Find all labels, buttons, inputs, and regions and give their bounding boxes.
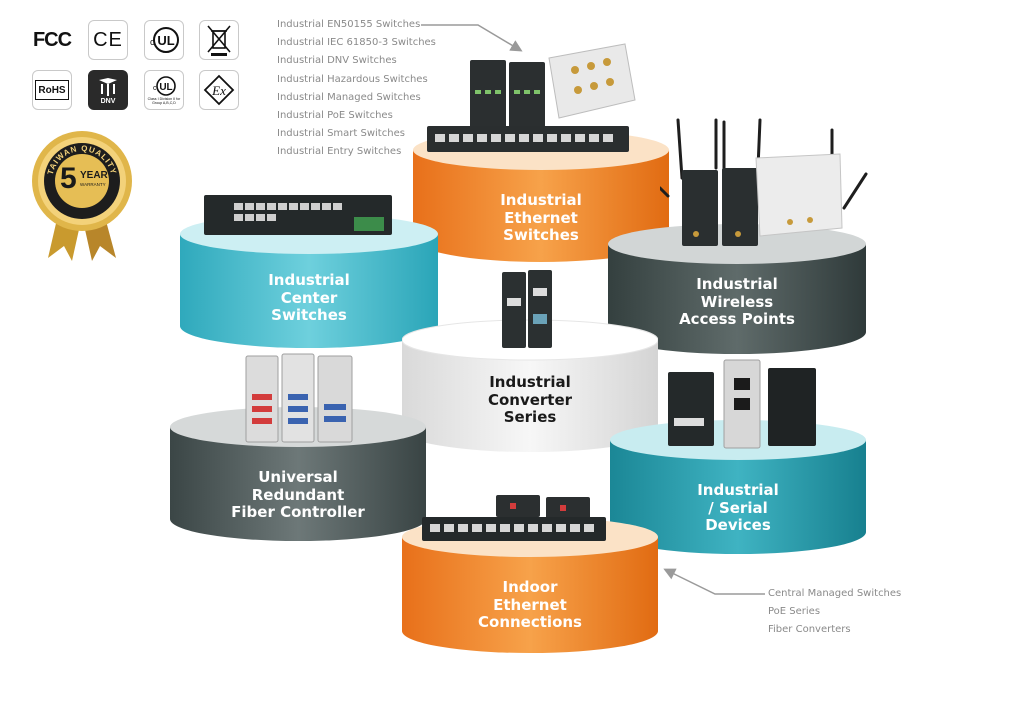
svg-text:UL: UL — [159, 82, 172, 93]
label-line: Wireless — [700, 292, 774, 311]
label-line: Industrial — [268, 271, 350, 289]
list-item[interactable]: Fiber Converters — [768, 624, 851, 636]
top-connector-line — [421, 24, 523, 52]
label-line: Devices — [705, 516, 771, 534]
label-line: Switches — [271, 306, 347, 324]
label-line: Universal — [258, 468, 338, 486]
dnv-mark: DNV — [88, 70, 128, 110]
taiwan-quality-badge: TAIWAN QUALITY 5 YEAR WARRANTY — [30, 126, 135, 266]
badge-warranty: WARRANTY — [80, 182, 106, 187]
list-item[interactable]: Industrial EN50155 Switches — [277, 19, 421, 30]
label-line: Ethernet — [504, 208, 578, 227]
label-line: / Serial — [708, 498, 768, 517]
indoor-ethernet-products-image — [420, 495, 608, 547]
label-line: Access Points — [679, 310, 795, 328]
list-item[interactable]: PoE Series — [768, 606, 821, 618]
label-line: Industrial — [696, 275, 778, 293]
label-line: Converter — [487, 390, 573, 409]
list-item[interactable]: Industrial Managed Switches — [277, 91, 421, 103]
list-item[interactable]: Industrial IEC 61850-3 Switches — [277, 37, 436, 49]
ex-mark: Ex — [199, 70, 239, 110]
converter-products-image — [500, 268, 554, 350]
label-line: Series — [503, 408, 557, 426]
center-switch-product-image — [204, 193, 394, 241]
ethernet-switch-products-image — [425, 40, 643, 156]
svg-text:c: c — [153, 85, 157, 92]
label-line: Ethernet — [493, 595, 567, 614]
fiber-controller-products-image — [244, 352, 356, 444]
label-line: Redundant — [251, 485, 345, 504]
list-item[interactable]: Industrial Hazardous Switches — [277, 73, 428, 85]
svg-text:Ex: Ex — [211, 83, 226, 98]
label-line: Connections — [478, 613, 582, 631]
weee-mark — [199, 20, 239, 60]
bottom-connector-line — [663, 568, 765, 595]
label-line: Switches — [503, 226, 579, 244]
badge-year: YEAR — [80, 170, 108, 181]
svg-text:c: c — [150, 37, 155, 47]
badge-number: 5 — [60, 162, 77, 195]
label-line: Fiber Controller — [231, 503, 365, 521]
wireless-access-point-products-image — [658, 118, 870, 248]
list-item[interactable]: Industrial Entry Switches — [277, 146, 402, 158]
list-item[interactable]: Central Managed Switches — [768, 588, 902, 599]
fcc-mark: FCC — [32, 20, 72, 60]
top-product-list: Industrial EN50155 Switches Industrial I… — [277, 16, 436, 162]
label-line: Industrial — [489, 373, 571, 391]
list-item[interactable]: Industrial Smart Switches — [277, 128, 405, 140]
bottom-product-list: Central Managed Switches PoE Series Fibe… — [768, 585, 901, 640]
serial-device-products-image — [664, 358, 820, 450]
label-line: Industrial — [697, 481, 779, 499]
list-item[interactable]: Industrial DNV Switches — [277, 55, 397, 67]
ce-mark: CE — [88, 20, 128, 60]
label-line: Industrial — [500, 191, 582, 209]
label-line: Indoor — [502, 578, 558, 596]
rohs-mark: RoHS — [32, 70, 72, 110]
svg-text:UL: UL — [157, 33, 174, 48]
list-item[interactable]: Industrial PoE Switches — [277, 110, 393, 122]
label-line: Center — [280, 288, 338, 307]
